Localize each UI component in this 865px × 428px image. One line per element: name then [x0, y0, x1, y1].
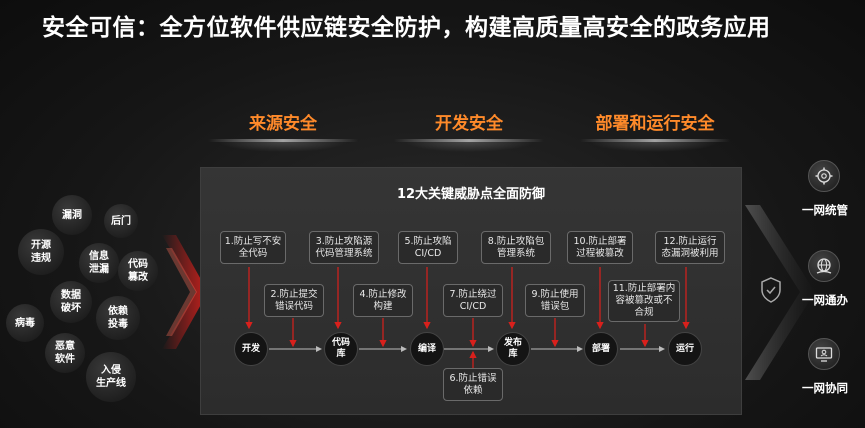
- panel-title: 12大关键威胁点全面防御: [396, 187, 546, 202]
- shield-check-icon: [760, 277, 782, 303]
- red-chevron-inner: [166, 248, 197, 336]
- threat-license-violation: 开源 违规: [18, 229, 64, 275]
- step-9: 9.防止使用 错误包: [525, 284, 585, 317]
- page-title: 安全可信：全方位软件供应链安全防护，构建高质量高安全的政务应用: [42, 15, 771, 41]
- gear-globe-icon: [808, 160, 840, 192]
- step-2: 2.防止提交 错误代码: [264, 284, 324, 317]
- step-1: 1.防止写不安 全代码: [220, 231, 286, 264]
- column-dev-security: 开发安全: [394, 110, 544, 152]
- threat-info-leak: 信息 泄漏: [79, 243, 119, 283]
- threat-virus: 病毒: [6, 304, 44, 342]
- flow-arrows: [245, 267, 690, 368]
- threat-data-breach: 数据 破坏: [50, 281, 92, 323]
- step-7: 7.防止绕过 CI/CD: [443, 284, 503, 317]
- side-label-service: 一网通办: [802, 293, 848, 307]
- threat-malware: 恶意 软件: [45, 333, 85, 373]
- step-5: 5.防止攻陷 CI/CD: [398, 231, 458, 264]
- threat-backdoor: 后门: [104, 204, 138, 238]
- node-code-repo: 代码 库: [324, 332, 358, 366]
- threat-vulnerability: 漏洞: [52, 195, 92, 235]
- step-11: 11.防止部署内 容被篡改或不 合规: [608, 280, 680, 322]
- node-develop: 开发: [234, 332, 268, 366]
- step-6: 6.防止错误 依赖: [443, 368, 503, 401]
- gray-chevron: [745, 205, 815, 380]
- red-chevron: [162, 235, 208, 349]
- column-deploy-run-security: 部署和运行安全: [580, 110, 730, 152]
- step-3: 3.防止攻陷源 代码管理系统: [309, 231, 379, 264]
- side-label-collab: 一网协同: [802, 381, 848, 395]
- step-8: 8.防止攻陷包 管理系统: [481, 231, 551, 264]
- threat-pipeline-intrusion: 入侵 生产线: [86, 352, 136, 402]
- step-12: 12.防止运行 态漏洞被利用: [655, 231, 725, 264]
- node-build: 编译: [410, 332, 444, 366]
- threat-code-tamper: 代码 篡改: [118, 251, 158, 291]
- threat-dependency-poison: 依赖 投毒: [96, 296, 140, 340]
- side-label-manage: 一网统管: [802, 203, 848, 217]
- node-deploy: 部署: [584, 332, 618, 366]
- node-run: 运行: [668, 332, 702, 366]
- step-10: 10.防止部署 过程被篡改: [567, 231, 633, 264]
- monitor-user-icon: [808, 338, 840, 370]
- globe-hand-icon: [808, 250, 840, 282]
- step-4: 4.防止修改 构建: [353, 284, 413, 317]
- threat-defense-panel: 12大关键威胁点全面防御 1.防止写不安 全代码 2.防止提交: [200, 167, 742, 415]
- column-source-security: 来源安全: [208, 110, 358, 152]
- node-release-repo: 发布 库: [496, 332, 530, 366]
